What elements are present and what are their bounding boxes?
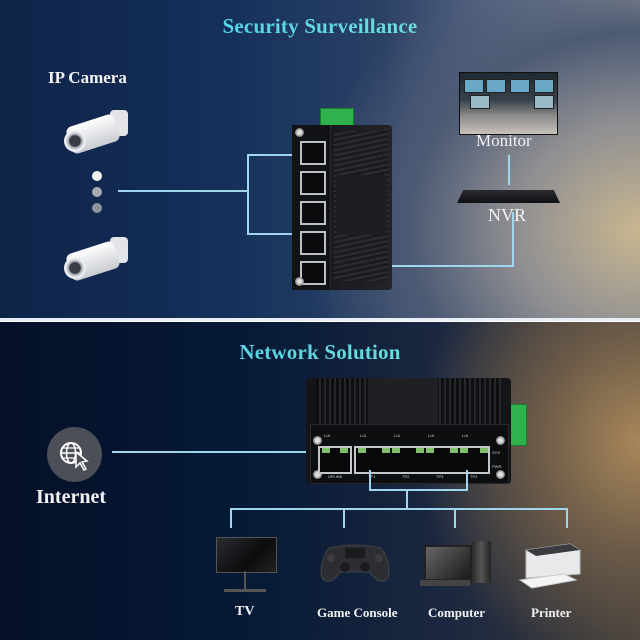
device-label-game-console: Game Console: [317, 605, 398, 620]
tp-bracket-line: [466, 470, 468, 490]
monitor-to-nvr-line: [508, 155, 510, 185]
tp-port-label: TP1: [368, 474, 376, 479]
computer-tower-icon: [472, 541, 491, 583]
game-controller-icon: [320, 544, 390, 582]
ip-camera-icon: [62, 108, 132, 163]
ellipsis-dot: [92, 187, 102, 197]
computer-drop-line: [454, 508, 456, 528]
distribution-bus-line: [230, 508, 568, 510]
ethernet-port: [300, 171, 326, 195]
device-label-computer: Computer: [428, 605, 486, 620]
camera-bracket-line: [247, 154, 299, 156]
device-label-tv: TV: [235, 604, 255, 619]
ethernet-port: [300, 201, 326, 225]
ellipsis-dot: [92, 203, 102, 213]
ip-camera-label: IP Camera: [48, 68, 127, 87]
port-led-label: L/A: [428, 433, 435, 438]
tp-port-label: TP3: [436, 474, 444, 479]
internet-label: Internet: [36, 486, 106, 508]
ethernet-port: [300, 141, 326, 165]
printer-icon: [518, 543, 581, 589]
nvr-label: NVR: [488, 205, 527, 225]
nvr-connector-line: [512, 212, 514, 267]
monitor-label: Monitor: [476, 131, 532, 150]
internet-connector-line: [112, 451, 334, 453]
tv-icon: [216, 537, 277, 573]
sys-led-label: SYS: [492, 450, 501, 455]
port-led-label: L/A: [462, 433, 469, 438]
computer-monitor-icon: [424, 545, 472, 581]
monitor-image: [459, 72, 558, 135]
nvr-device: [457, 190, 560, 203]
pwr-led-label: PWR: [492, 464, 502, 469]
uplink-port-label: UPLINK: [328, 474, 343, 479]
distribution-trunk-line: [406, 489, 408, 509]
uplink-port: [318, 446, 352, 474]
tv-base: [224, 589, 266, 592]
camera-bracket-line: [247, 233, 299, 235]
network-solution-title: Network Solution: [0, 340, 640, 365]
keyboard-icon: [420, 580, 470, 586]
ip-camera-icon: [62, 235, 132, 290]
port-led-label: L/A: [394, 433, 401, 438]
tp-bracket-line: [369, 470, 371, 490]
tp-port-label: TP4: [470, 474, 478, 479]
port-led-label: L/A: [324, 433, 331, 438]
industrial-switch-horizontal: L/A L/A L/A L/A L/A SYS PWR UPLINK TP1 T…: [306, 378, 511, 484]
console-drop-line: [343, 508, 345, 528]
camera-connector-line: [118, 190, 248, 192]
internet-icon-badge: [47, 427, 102, 482]
security-surveillance-title: Security Surveillance: [0, 14, 640, 39]
device-label-printer: Printer: [531, 605, 572, 620]
tp-port-block: [354, 446, 490, 474]
ellipsis-dot: [92, 171, 102, 181]
printer-drop-line: [566, 508, 568, 528]
tp-bracket-line: [369, 489, 468, 491]
globe-cursor-icon: [60, 442, 89, 471]
tv-stand: [244, 571, 246, 591]
camera-bracket-line: [247, 154, 249, 234]
industrial-switch-vertical: [292, 125, 392, 290]
uplink-to-nvr-line: [319, 265, 514, 267]
ethernet-port: [300, 231, 326, 255]
tv-drop-line: [230, 508, 232, 528]
uplink-port: [300, 261, 326, 285]
section-divider: [0, 318, 640, 321]
tp-port-label: TP2: [402, 474, 410, 479]
port-led-label: L/A: [360, 433, 367, 438]
